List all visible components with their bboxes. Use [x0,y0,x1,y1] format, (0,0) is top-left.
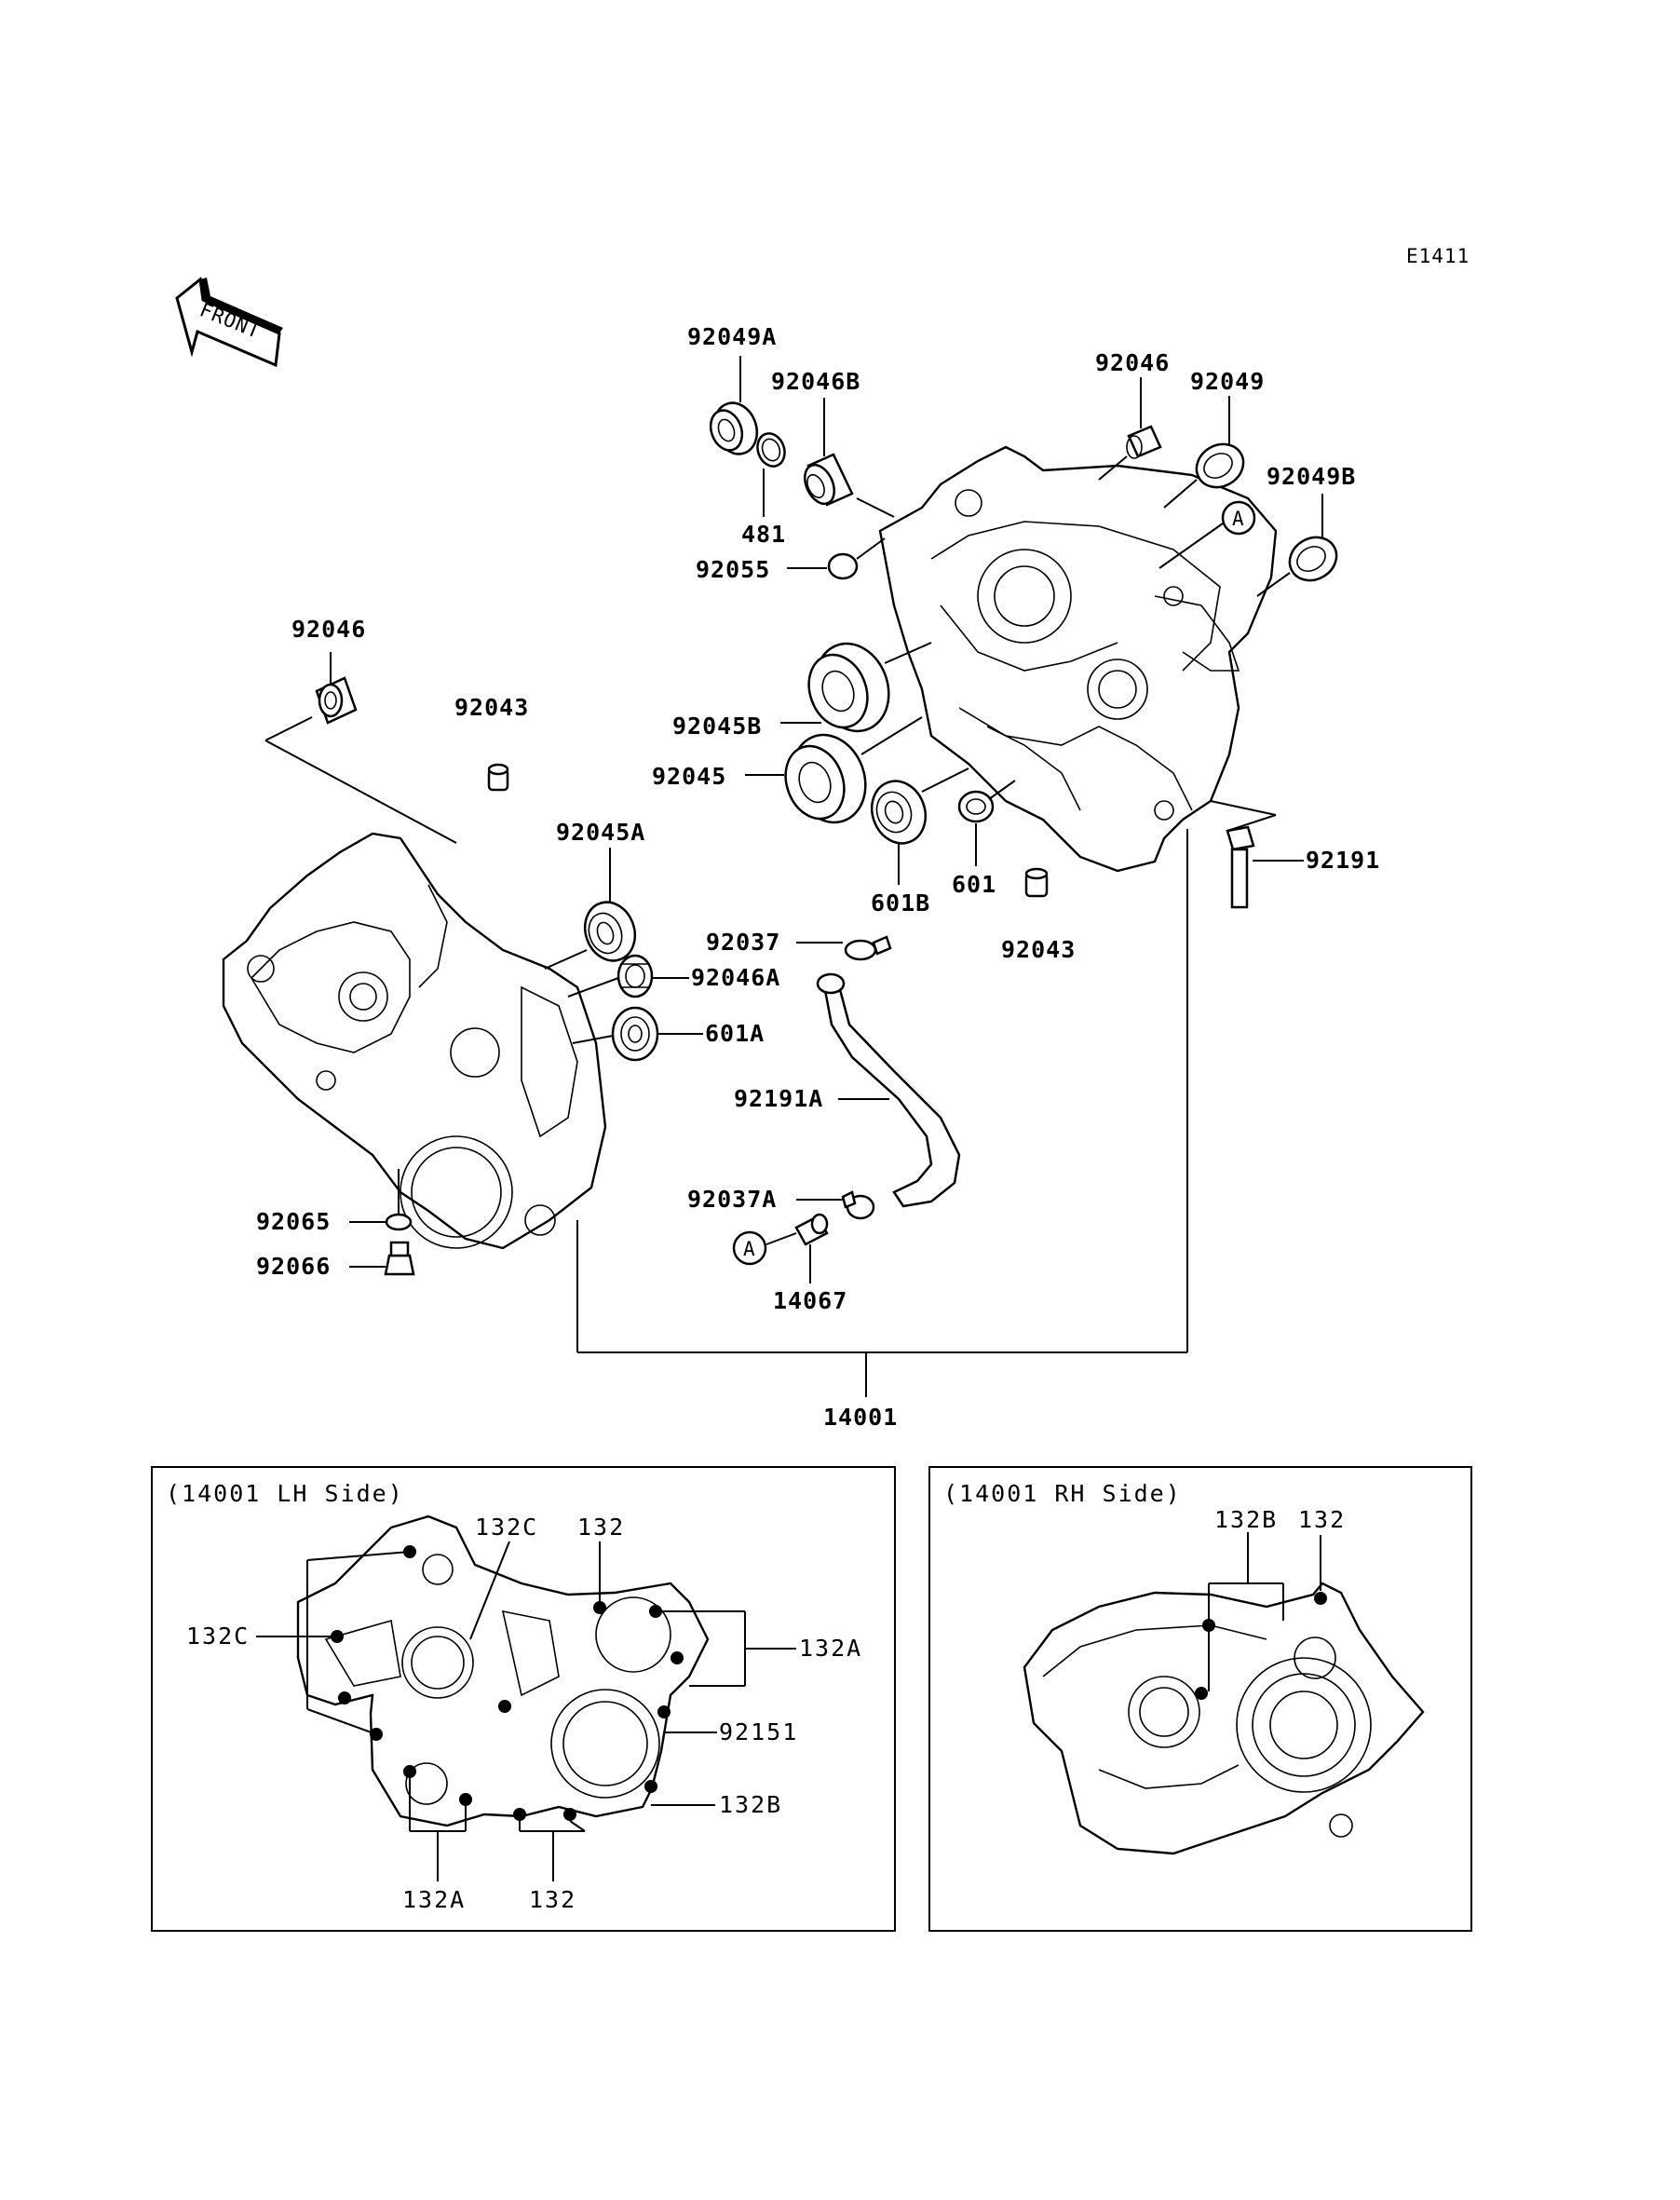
right-crankcase-half [878,445,1278,873]
clamp-92037A [841,1190,875,1220]
label-601B: 601B [871,890,930,917]
svg-text:A: A [1232,508,1245,530]
bearing-601B [870,780,928,845]
bearing-92049 [1195,442,1245,489]
label-132-top: 132 [577,1514,625,1541]
label-92045A: 92045A [556,819,645,846]
lh-side-detail-box: (14001 LH Side) 132C 132C 13 [151,1466,896,1932]
fitting-14067 [794,1213,829,1246]
label-92191A: 92191A [734,1085,823,1112]
drain-plug-92066 [384,1241,415,1276]
diagram-code: E1411 [1406,245,1470,267]
needle-bearing-92046-left [315,676,358,725]
label-132-rh: 132 [1298,1506,1346,1533]
dowel-pin-92043-left [487,763,509,792]
clamp-92037 [844,935,892,961]
label-132B: 132B [719,1791,782,1818]
label-14001: 14001 [823,1404,898,1431]
label-132B-rh: 132B [1214,1506,1278,1533]
ref-marker-a-top: A [1221,500,1256,536]
label-92055: 92055 [696,556,770,583]
breather-tube-92191 [1226,825,1255,909]
label-132C-left: 132C [186,1623,250,1650]
assembly-bracket-14001 [576,829,1188,1397]
label-92046A: 92046A [691,964,780,991]
ref-marker-a-bottom: A [732,1230,767,1266]
label-14067: 14067 [773,1287,847,1314]
label-92065: 92065 [256,1208,331,1235]
label-92046-left: 92046 [291,616,366,643]
hose-92191A [822,981,961,1208]
needle-bearing-92046-top [1126,425,1162,459]
label-132-bottom: 132 [529,1886,576,1913]
washer-92065 [385,1213,413,1231]
circlip-481 [756,432,786,468]
label-92049B: 92049B [1267,463,1356,490]
label-132C-top: 132C [475,1514,538,1541]
label-92045: 92045 [652,763,726,790]
bearing-92049B [1288,536,1338,582]
label-92037A: 92037A [687,1186,777,1213]
label-92049: 92049 [1190,368,1265,395]
left-crankcase-half [222,832,607,1250]
label-92045B: 92045B [672,713,762,740]
label-601: 601 [952,871,996,898]
lh-box-title: (14001 LH Side) [166,1480,404,1507]
label-92151: 92151 [719,1718,798,1745]
label-92046B: 92046B [771,368,860,395]
rh-side-detail-box: (14001 RH Side) 132B 132 [928,1466,1472,1932]
front-arrow-icon: FRONT [175,277,283,368]
label-92066: 92066 [256,1253,331,1280]
bearing-601A [611,1006,659,1062]
needle-bearing-92046B [804,453,854,507]
bearing-601 [957,790,995,823]
label-132A-bottom: 132A [402,1886,466,1913]
label-481: 481 [741,521,786,548]
svg-text:A: A [743,1238,756,1260]
label-92043-left: 92043 [454,694,529,721]
o-ring-92055 [827,552,859,580]
bearing-92045A [583,901,637,962]
needle-bearing-92046A [616,954,654,998]
label-92037: 92037 [706,929,780,956]
bearing-92049A [709,401,759,455]
bearing-92045B [807,642,890,733]
label-92049A: 92049A [687,323,777,350]
label-92043-right: 92043 [1001,936,1076,963]
dowel-pin-92043-right [1024,867,1049,898]
label-92191: 92191 [1306,847,1380,874]
label-92046-top: 92046 [1095,349,1170,376]
bearing-92045 [784,733,867,824]
label-132A-right: 132A [799,1635,862,1662]
label-601A: 601A [705,1020,765,1047]
rh-box-title: (14001 RH Side) [943,1480,1182,1507]
